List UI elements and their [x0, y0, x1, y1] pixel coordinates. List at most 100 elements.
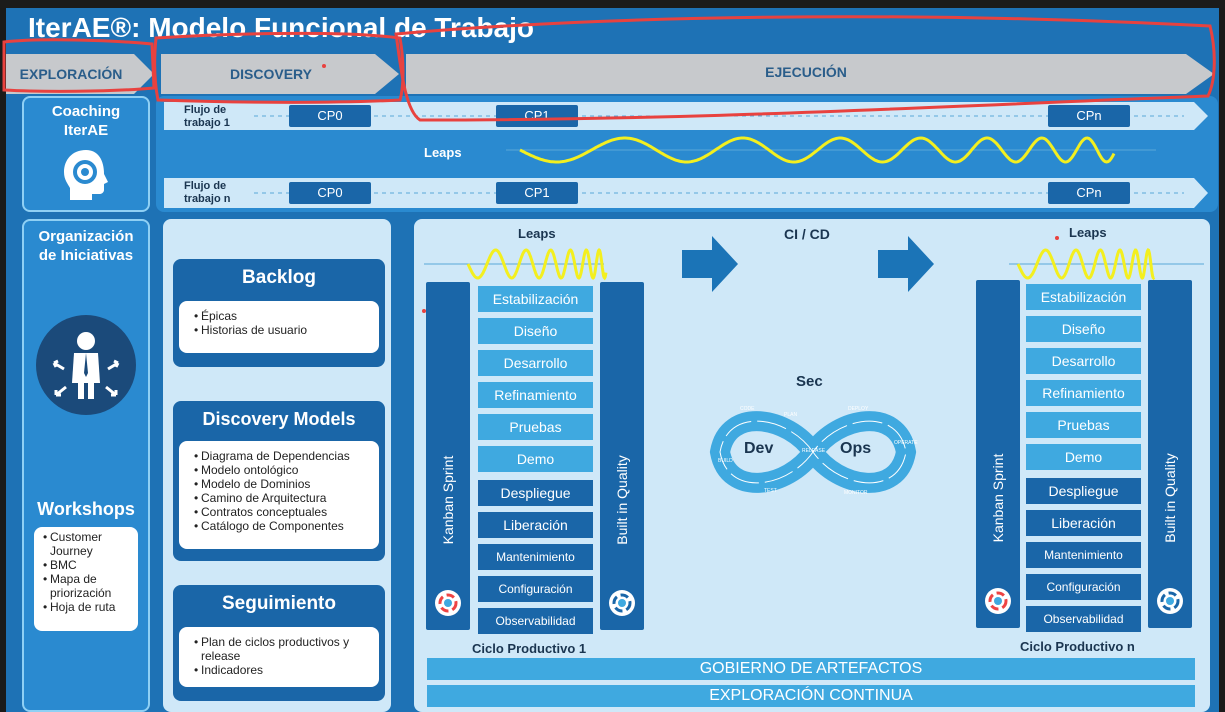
- ring-word-operate: OPERATE: [894, 440, 918, 446]
- step-configuracion: Configuración: [478, 576, 593, 602]
- flow-n-label-line1: Flujo de: [184, 180, 227, 192]
- phase-exploracion: EXPLORACIÓN: [6, 54, 156, 94]
- ring-word-release: RELEASE: [802, 448, 826, 454]
- discovery-models-item: Modelo de Dominios: [194, 477, 369, 491]
- flows-leaps-label: Leaps: [424, 145, 462, 160]
- step-liberacion: Liberación: [478, 512, 593, 538]
- organizacion-panel: Organización de Iniciativas Workshops: [22, 219, 150, 712]
- gobierno-band: GOBIERNO DE ARTEFACTOS: [427, 658, 1195, 680]
- step-refinamiento: Refinamiento: [1026, 380, 1141, 406]
- step-liberacion: Liberación: [1026, 510, 1141, 536]
- step-desarrollo: Desarrollo: [1026, 348, 1141, 374]
- phase-exploracion-arrow: [6, 54, 154, 94]
- quality-cycle-icon-n: [1157, 588, 1183, 614]
- kanban-sprint-bar-1: Kanban Sprint: [426, 282, 470, 630]
- step-mantenimiento: Mantenimiento: [478, 544, 593, 570]
- phase-discovery: DISCOVERY: [161, 54, 401, 94]
- flow-1-label: Flujo de trabajo 1: [184, 104, 230, 130]
- step-mantenimiento: Mantenimiento: [1026, 542, 1141, 568]
- step-demo: Demo: [478, 446, 593, 472]
- discovery-models-item: Modelo ontológico: [194, 463, 369, 477]
- head-gear-icon: [64, 150, 108, 200]
- step-observabilidad: Observabilidad: [478, 608, 593, 634]
- step-pruebas: Pruebas: [1026, 412, 1141, 438]
- discovery-models-item: Camino de Arquitectura: [194, 491, 369, 505]
- organizacion-title-line2: de Iniciativas: [38, 247, 134, 264]
- cicd-arrow-left: [682, 236, 738, 292]
- backlog-card: Backlog Épicas Historias de usuario: [173, 259, 385, 367]
- phase-ejecucion-arrow: [406, 54, 1214, 94]
- quality-bar-n: Built in Quality: [1148, 280, 1192, 628]
- step-pruebas: Pruebas: [478, 414, 593, 440]
- leaps-wave: [506, 136, 1156, 164]
- ring-word-deploy: DEPLOY: [848, 406, 869, 412]
- flow-n-cpn: CPn: [1048, 182, 1130, 204]
- flow-1-cp0: CP0: [289, 105, 371, 127]
- coaching-title-line2: IterAE: [63, 122, 109, 139]
- workshops-item: Hoja de ruta: [43, 600, 134, 614]
- workshops-title: Workshops: [37, 499, 135, 519]
- phase-ejecucion-label: EJECUCIÓN: [765, 64, 847, 80]
- ciclo-1-label: Ciclo Productivo 1: [472, 641, 587, 656]
- discovery-models-body: Diagrama de Dependencias Modelo ontológi…: [179, 441, 379, 549]
- workshops-card: Workshops Customer Journey BMC Mapa de p…: [30, 489, 142, 637]
- flow-1-label-line2: trabajo 1: [184, 117, 230, 129]
- step-estabilizacion: Estabilización: [478, 286, 593, 312]
- workshops-item: Customer Journey: [43, 530, 134, 558]
- backlog-title: Backlog: [242, 267, 316, 288]
- backlog-item: Épicas: [194, 309, 369, 323]
- quality-bar-1: Built in Quality: [600, 282, 644, 630]
- step-despliegue: Despliegue: [478, 480, 593, 506]
- organizacion-title: Organización de Iniciativas: [24, 227, 148, 265]
- ring-word-code: CODE: [740, 406, 755, 412]
- step-estabilizacion: Estabilización: [1026, 284, 1141, 310]
- exploracion-continua-band: EXPLORACIÓN CONTINUA: [427, 685, 1195, 707]
- cycle-leaps-waves: [424, 247, 1204, 281]
- cicd-arrow-right: [878, 236, 934, 292]
- step-refinamiento: Refinamiento: [478, 382, 593, 408]
- steps-column-n: Estabilización Diseño Desarrollo Refinam…: [1026, 284, 1141, 632]
- coaching-title-line1: Coaching: [51, 103, 121, 120]
- workshops-body: Customer Journey BMC Mapa de priorizació…: [34, 527, 138, 631]
- discovery-models-item: Contratos conceptuales: [194, 505, 369, 519]
- step-configuracion: Configuración: [1026, 574, 1141, 600]
- organization-person-icon: [36, 315, 136, 415]
- step-diseno: Diseño: [1026, 316, 1141, 342]
- seguimiento-item: Plan de ciclos productivos y release: [194, 635, 369, 663]
- seguimiento-item: Indicadores: [194, 663, 369, 677]
- seguimiento-body: Plan de ciclos productivos y release Ind…: [179, 627, 379, 687]
- cycle1-leaps-label: Leaps: [518, 226, 556, 241]
- steps-column-1: Estabilización Diseño Desarrollo Refinam…: [478, 286, 593, 634]
- workshops-item: BMC: [43, 558, 134, 572]
- discovery-models-card: Discovery Models Diagrama de Dependencia…: [173, 401, 385, 561]
- ring-word-build: BUILD: [718, 458, 733, 464]
- step-observabilidad: Observabilidad: [1026, 606, 1141, 632]
- window-top-strip: [0, 0, 1225, 8]
- flow-1-cpn: CPn: [1048, 105, 1130, 127]
- kanban-cycle-icon-1: [435, 590, 461, 616]
- devops-infinity-icon: [709, 411, 917, 493]
- discovery-models-item: Catálogo de Componentes: [194, 519, 369, 533]
- kanban-cycle-icon-n: [985, 588, 1011, 614]
- cicd-label: CI / CD: [784, 226, 830, 242]
- phase-exploracion-label: EXPLORACIÓN: [19, 66, 123, 82]
- discovery-models-item: Diagrama de Dependencias: [194, 449, 369, 463]
- ring-word-test: TEST: [764, 488, 777, 494]
- flow-n-arrow: [164, 178, 1208, 208]
- backlog-item: Historias de usuario: [194, 323, 369, 337]
- flow-n: Flujo de trabajo n CP0 CP1 CPn: [164, 178, 1209, 208]
- workshops-item: Mapa de priorización: [43, 572, 134, 600]
- phase-discovery-arrow: [161, 54, 399, 94]
- step-desarrollo: Desarrollo: [478, 350, 593, 376]
- phase-discovery-label: DISCOVERY: [230, 66, 312, 82]
- ciclo-n-label: Ciclo Productivo n: [1020, 639, 1135, 654]
- kanban-sprint-bar-n: Kanban Sprint: [976, 280, 1020, 628]
- flow-n-cp0: CP0: [289, 182, 371, 204]
- phase-ejecucion: EJECUCIÓN: [406, 54, 1218, 94]
- step-diseno: Diseño: [478, 318, 593, 344]
- ring-word-monitor: MONITOR: [844, 490, 868, 496]
- organizacion-title-line1: Organización: [38, 228, 134, 245]
- coaching-title: Coaching IterAE: [24, 102, 148, 140]
- step-despliegue: Despliegue: [1026, 478, 1141, 504]
